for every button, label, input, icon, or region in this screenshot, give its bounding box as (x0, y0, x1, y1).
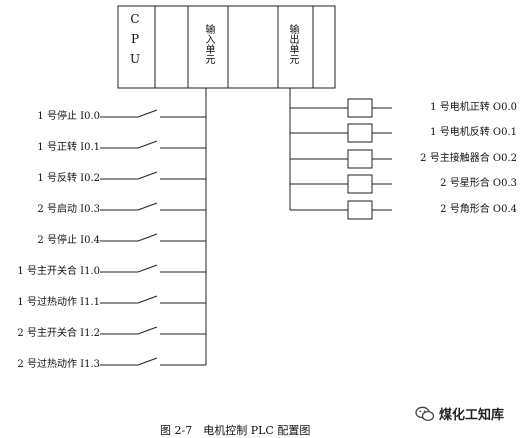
cpu-label: CPU (128, 12, 142, 72)
input-wiring (100, 88, 207, 366)
output-label: 2 号角形合 O0.4 (440, 204, 517, 215)
output-wiring (289, 88, 392, 220)
output-label: 1 号电机反转 O0.1 (430, 127, 517, 138)
output-coil (290, 200, 392, 220)
input-label: 1 号主开关合 I1.0 (17, 266, 100, 277)
input-label: 2 号启动 I0.3 (37, 204, 100, 215)
output-coil (290, 123, 392, 143)
input-label: 2 号停止 I0.4 (37, 235, 100, 246)
output-unit-label: 输出单元 (287, 24, 298, 64)
plc-rack (117, 5, 336, 89)
watermark: 煤化工知库 (415, 404, 504, 423)
input-label: 1 号停止 I0.0 (37, 111, 100, 122)
input-label: 1 号反转 I0.2 (37, 173, 100, 184)
input-contact (100, 109, 206, 118)
input-contact (100, 140, 206, 149)
input-contact (100, 171, 206, 180)
input-contact (100, 233, 206, 242)
output-label: 2 号主接触器合 O0.2 (420, 153, 517, 164)
output-coil (290, 98, 392, 118)
output-label: 2 号星形合 O0.3 (440, 178, 517, 189)
output-coil (290, 149, 392, 169)
wechat-icon (415, 406, 435, 421)
input-contact (100, 357, 206, 366)
input-label: 1 号正转 I0.1 (37, 142, 100, 153)
plc-rack-outline (117, 5, 336, 89)
input-contact (100, 326, 206, 335)
figure-caption: 图 2-7 电机控制 PLC 配置图 (160, 424, 311, 437)
watermark-text: 煤化工知库 (439, 408, 505, 423)
input-label: 1 号过热动作 I1.1 (17, 297, 100, 308)
output-coil (290, 174, 392, 194)
input-contact (100, 295, 206, 304)
input-label: 2 号主开关合 I1.2 (17, 328, 100, 339)
input-contact (100, 264, 206, 273)
output-label: 1 号电机正转 O0.0 (430, 102, 517, 113)
input-label: 2 号过热动作 I1.3 (17, 359, 100, 370)
input-contact (100, 202, 206, 211)
input-unit-label: 输入单元 (203, 24, 214, 64)
